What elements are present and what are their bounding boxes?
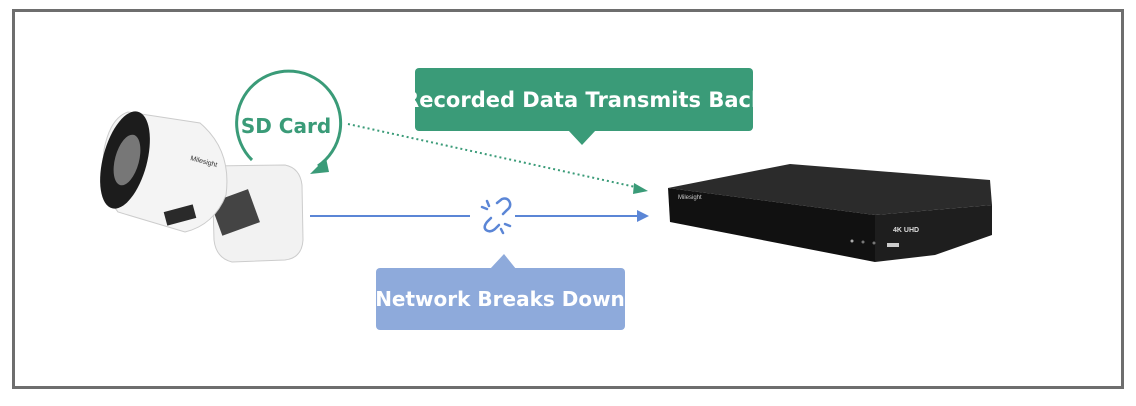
recorded-data-callout: Recorded Data Transmits Back bbox=[403, 68, 766, 145]
broken-link-icon bbox=[480, 197, 512, 235]
circular-arrow-icon bbox=[235, 69, 343, 174]
arrow-head bbox=[637, 210, 649, 222]
arrow-head bbox=[633, 183, 648, 194]
transmit-back-line bbox=[347, 123, 641, 189]
recorded-data-label: Recorded Data Transmits Back bbox=[403, 88, 766, 112]
network-breaks-callout: Network Breaks Down bbox=[375, 254, 625, 330]
nvr-brand: Milesight bbox=[678, 195, 702, 201]
ip-camera-icon: Milesight bbox=[100, 111, 304, 263]
nvr-icon: Milesight 4K UHD bbox=[668, 164, 992, 262]
network-breaks-label: Network Breaks Down bbox=[375, 287, 625, 311]
nvr-badge: 4K UHD bbox=[893, 227, 919, 234]
sd-card-label: SD Card bbox=[241, 114, 331, 138]
